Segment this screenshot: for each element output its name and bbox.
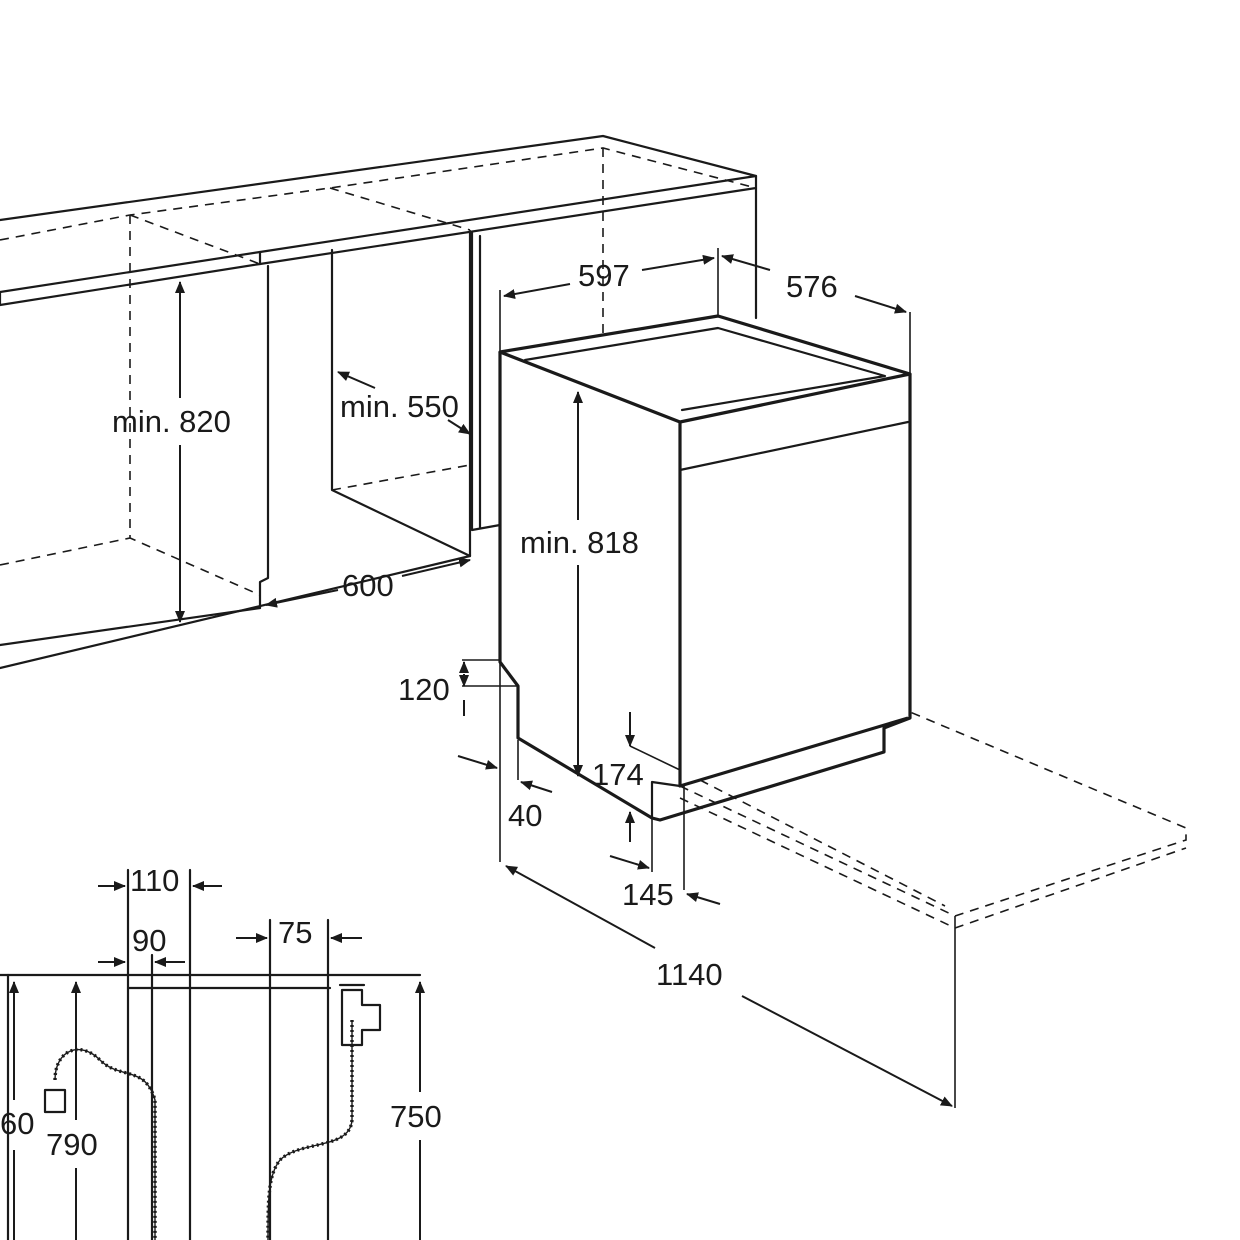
label-174: 174 — [592, 757, 644, 792]
label-597: 597 — [578, 258, 630, 293]
label-600: 600 — [342, 568, 394, 603]
label-576: 576 — [786, 269, 838, 304]
label-120: 120 — [398, 672, 450, 707]
label-min-818: min. 818 — [520, 525, 639, 560]
label-750: 750 — [390, 1099, 442, 1134]
label-145: 145 — [622, 877, 674, 912]
label-min-820: min. 820 — [112, 404, 231, 439]
label-90: 90 — [132, 923, 166, 958]
label-40: 40 — [508, 798, 542, 833]
dishwasher-body — [498, 314, 1187, 929]
dimension-labels: 597 576 min. 820 min. 550 min. 818 600 1… — [0, 258, 838, 1162]
label-1140: 1140 — [656, 957, 723, 992]
connection-detail — [0, 868, 425, 1240]
label-60: 60 — [0, 1106, 34, 1141]
label-min-550: min. 550 — [340, 389, 459, 424]
label-110: 110 — [130, 863, 179, 898]
dimension-lines — [175, 248, 956, 1108]
label-790: 790 — [46, 1127, 98, 1162]
label-75: 75 — [278, 915, 312, 950]
